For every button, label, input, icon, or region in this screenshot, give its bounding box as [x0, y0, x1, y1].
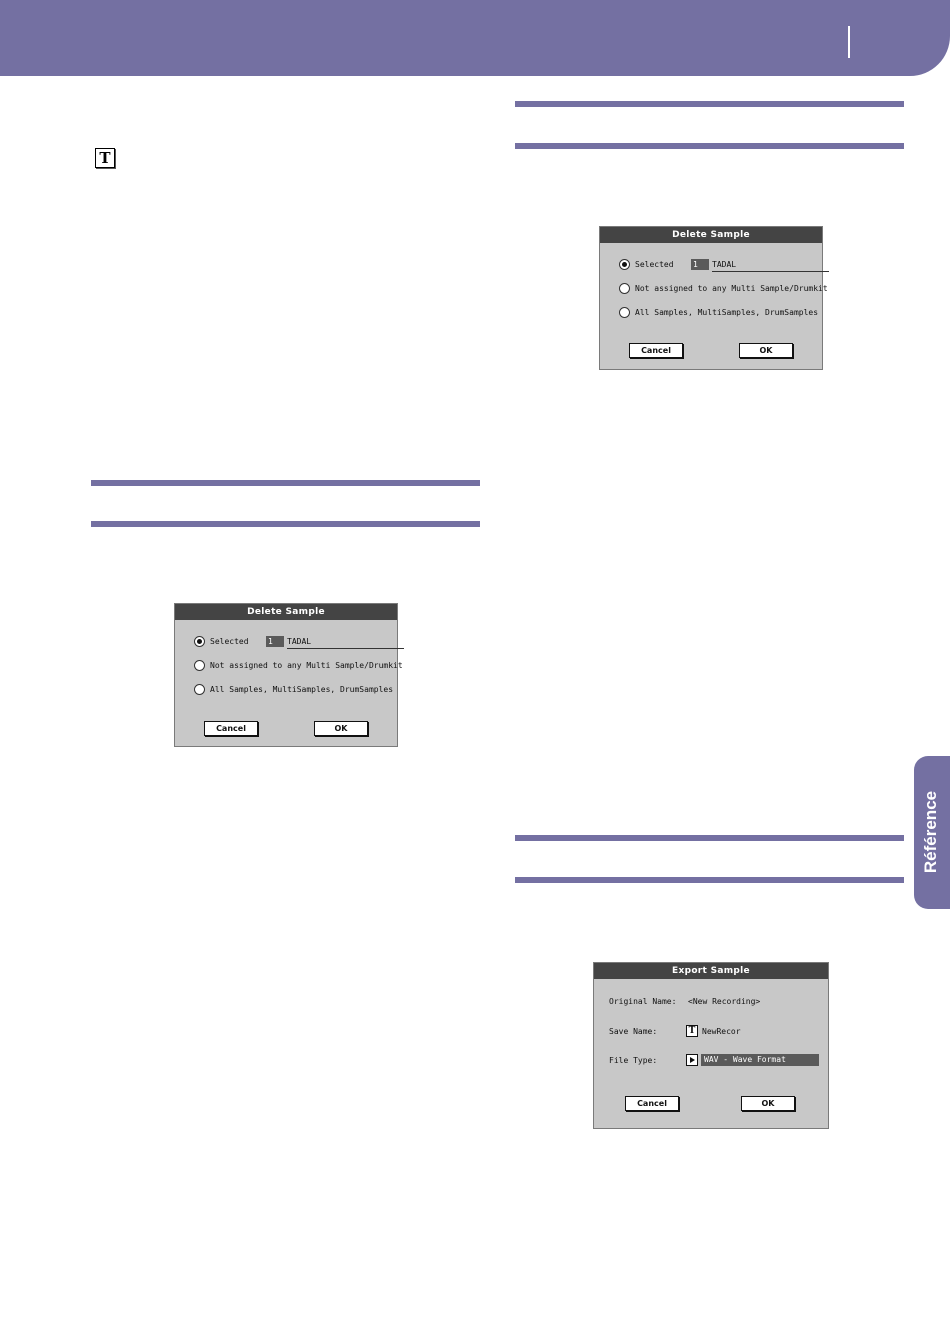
file-type-field[interactable]: WAV - Wave Format — [701, 1054, 819, 1066]
delete-sample-dialog: Delete Sample Selected 1 TADAL Not assig… — [599, 226, 829, 370]
option-all-samples[interactable]: All Samples, MultiSamples, DrumSamples — [619, 306, 819, 320]
sample-number-field[interactable]: 1 — [266, 636, 284, 647]
radio-selected[interactable] — [194, 636, 205, 647]
option-selected[interactable]: Selected 1 TADAL — [194, 635, 404, 649]
radio-not-assigned[interactable] — [194, 660, 205, 671]
reference-side-tab — [914, 756, 950, 909]
text-edit-icon[interactable]: T — [686, 1025, 698, 1037]
sample-name-field[interactable]: TADAL — [287, 635, 404, 649]
ok-button[interactable]: OK — [314, 721, 368, 736]
ok-button[interactable]: OK — [739, 343, 793, 358]
play-triangle-icon[interactable] — [686, 1054, 698, 1066]
delete-sample-dialog: Delete Sample Selected 1 TADAL Not assig… — [174, 603, 404, 747]
file-type-row: File Type: WAV - Wave Format — [609, 1054, 819, 1068]
section-rule-bottom — [91, 521, 480, 527]
radio-all-samples[interactable] — [194, 684, 205, 695]
sample-number-field[interactable]: 1 — [691, 259, 709, 270]
option-label: All Samples, MultiSamples, DrumSamples — [635, 308, 819, 317]
option-not-assigned[interactable]: Not assigned to any Multi Sample/Drumkit — [194, 659, 403, 673]
side-tab-label: Référence — [921, 790, 940, 874]
section-rule-top — [91, 480, 480, 486]
radio-all-samples[interactable] — [619, 307, 630, 318]
section-rule-bottom — [515, 877, 904, 883]
option-label: Selected — [635, 260, 674, 269]
save-name-label: Save Name: — [609, 1027, 658, 1036]
original-name-value: <New Recording> — [688, 997, 761, 1006]
dialog-title: Delete Sample — [600, 227, 822, 243]
option-all-samples[interactable]: All Samples, MultiSamples, DrumSamples — [194, 683, 394, 697]
option-selected[interactable]: Selected 1 TADAL — [619, 258, 829, 272]
option-not-assigned[interactable]: Not assigned to any Multi Sample/Drumkit — [619, 282, 828, 296]
option-label: Not assigned to any Multi Sample/Drumkit — [210, 661, 403, 670]
original-name-row: Original Name: <New Recording> — [609, 995, 819, 1009]
radio-selected[interactable] — [619, 259, 630, 270]
section-rule-top — [515, 101, 904, 107]
sample-name-field[interactable]: TADAL — [712, 258, 829, 272]
dialog-title: Export Sample — [594, 963, 828, 979]
dialog-title: Delete Sample — [175, 604, 397, 620]
option-label: Selected — [210, 637, 249, 646]
original-name-label: Original Name: — [609, 997, 677, 1006]
ok-button[interactable]: OK — [741, 1096, 795, 1111]
file-type-label: File Type: — [609, 1056, 658, 1065]
text-edit-icon: T — [95, 148, 115, 168]
save-name-value[interactable]: NewRecor — [702, 1027, 741, 1036]
page-header-band — [0, 0, 950, 76]
cancel-button[interactable]: Cancel — [204, 721, 258, 736]
section-rule-top — [515, 835, 904, 841]
save-name-row: Save Name: T NewRecor — [609, 1025, 819, 1039]
option-label: Not assigned to any Multi Sample/Drumkit — [635, 284, 828, 293]
cancel-button[interactable]: Cancel — [625, 1096, 679, 1111]
cancel-button[interactable]: Cancel — [629, 343, 683, 358]
option-label: All Samples, MultiSamples, DrumSamples — [210, 685, 394, 694]
section-rule-bottom — [515, 143, 904, 149]
header-divider — [848, 26, 850, 58]
export-sample-dialog: Export Sample Original Name: <New Record… — [593, 962, 829, 1129]
radio-not-assigned[interactable] — [619, 283, 630, 294]
